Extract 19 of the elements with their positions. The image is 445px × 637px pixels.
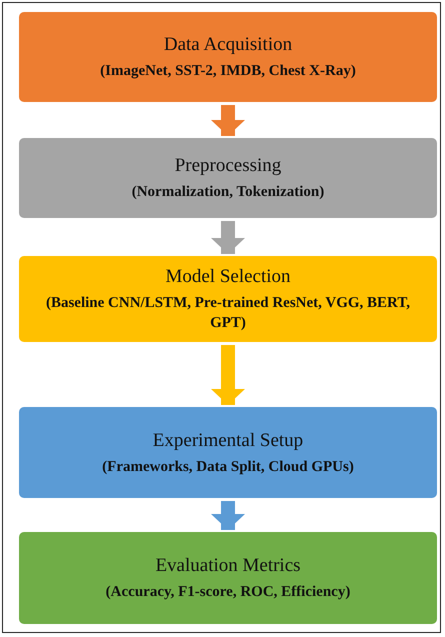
step-title: Evaluation Metrics: [155, 554, 301, 578]
process-box: [19, 407, 437, 498]
process-box: [19, 12, 437, 102]
process-box: [19, 256, 437, 342]
process-box: [19, 138, 437, 218]
step-details: (ImageNet, SST-2, IMDB, Chest X-Ray): [100, 62, 356, 81]
process-box: [19, 532, 437, 624]
step-title: Data Acquisition: [164, 33, 292, 57]
step-title: Preprocessing: [174, 154, 282, 178]
arrow: [211, 501, 245, 530]
step-details: (Baseline CNN/LSTM, Pre-trained ResNet, VGG, BERT, GPT): [44, 294, 412, 333]
arrow: [211, 221, 245, 254]
step-title: Model Selection: [165, 265, 291, 289]
step-details: (Accuracy, F1-score, ROC, Efficiency): [106, 583, 350, 602]
arrow: [211, 345, 245, 405]
step-details: (Normalization, Tokenization): [132, 183, 324, 202]
step-details: (Frameworks, Data Split, Cloud GPUs): [102, 458, 354, 476]
step-title: Experimental Setup: [152, 428, 304, 452]
arrow: [211, 105, 245, 136]
